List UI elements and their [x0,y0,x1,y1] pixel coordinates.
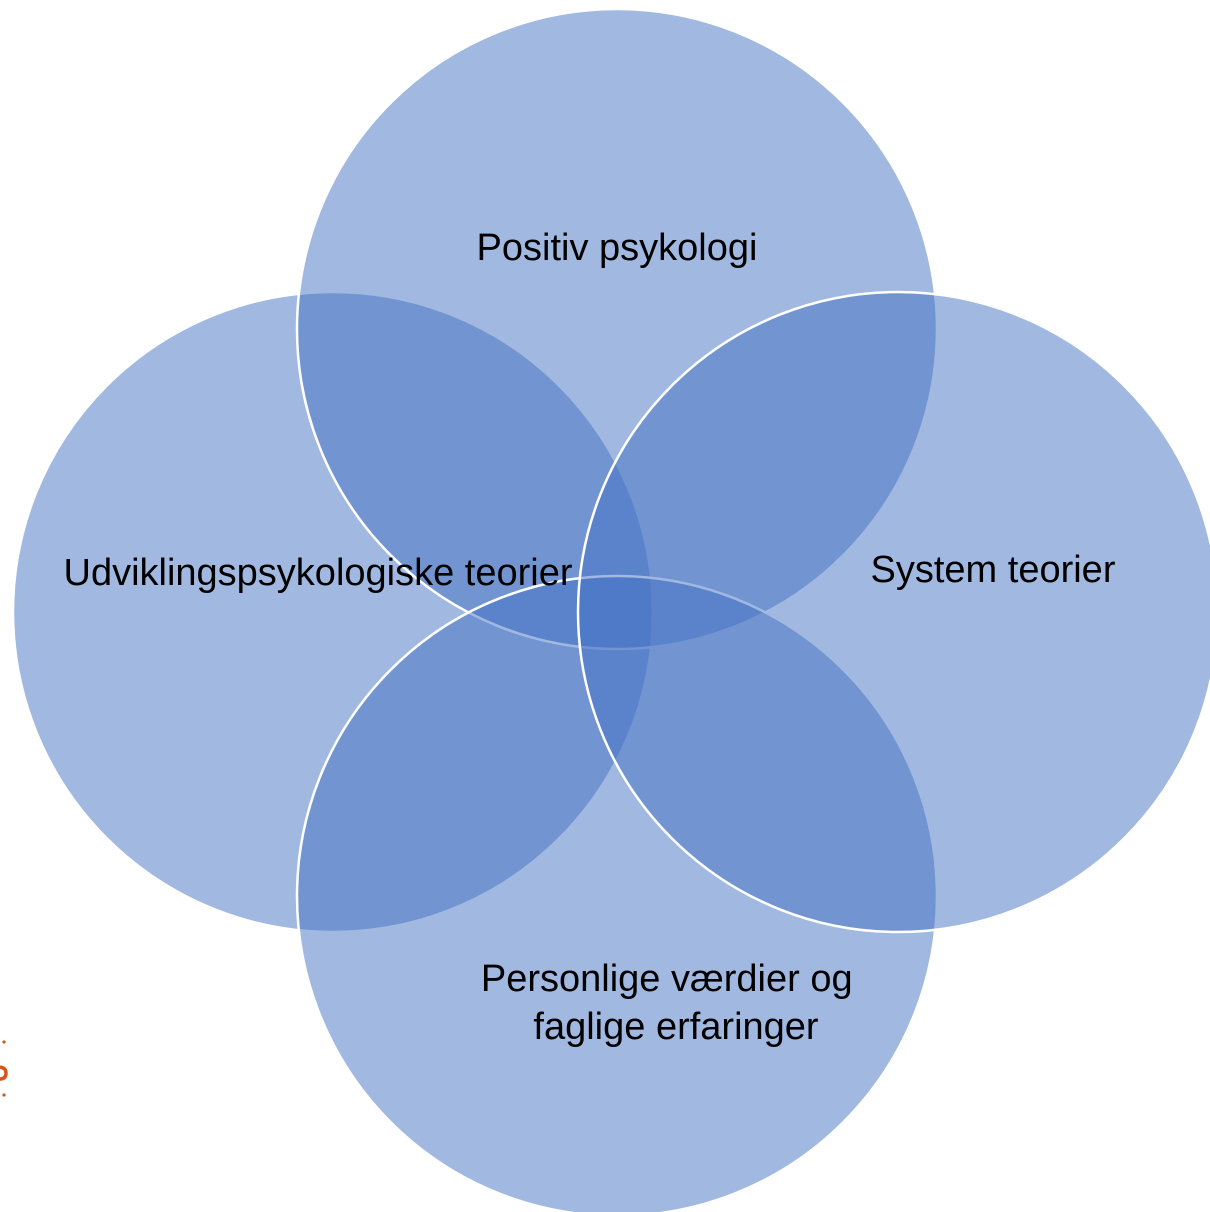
label-positiv-psykologi: Positiv psykologi [477,227,758,269]
circle-right [576,290,1210,934]
label-udviklingspsykologiske-teorier: Udviklingspsykologiske teorier [64,552,573,594]
logo-fragment [0,1040,8,1097]
label-personlige-vaerdier: Personlige værdier og faglige erfaringer [481,958,863,1048]
label-system-teorier: System teorier [871,549,1116,591]
